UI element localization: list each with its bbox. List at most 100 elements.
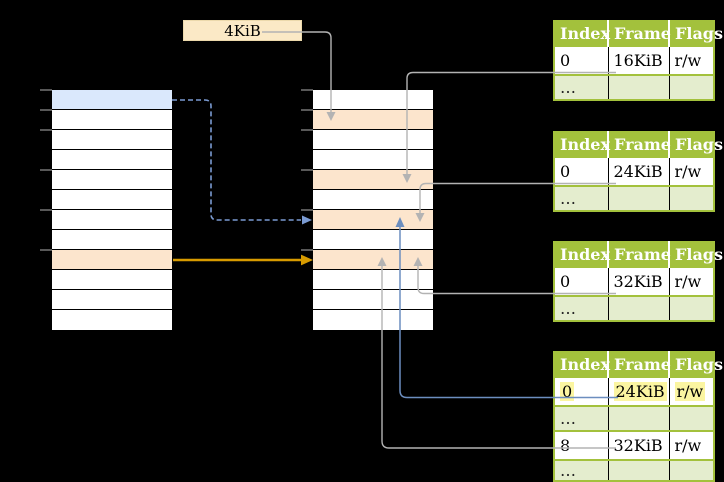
cell-frame (607, 295, 669, 321)
right-arrowhead-icon (302, 215, 312, 225)
cell-text: … (560, 299, 576, 318)
cell-text: … (560, 461, 576, 480)
memory-row (52, 110, 172, 130)
memory-row (313, 250, 433, 270)
cell-text: … (560, 78, 576, 97)
column-header-flags: Flags (668, 352, 723, 377)
cell-text: 24KiB (613, 162, 663, 181)
cell-text: 0 (560, 162, 571, 181)
cell-index: … (554, 74, 608, 100)
cell-flags: r/w (668, 376, 714, 406)
cell-index: … (554, 405, 608, 431)
column-header-frame: Frame (607, 242, 671, 267)
table-row: 0 24KiB r/w (554, 156, 714, 186)
memory-row (52, 230, 172, 250)
table-row: … (554, 459, 714, 481)
memory-row (313, 210, 433, 230)
cell-index: … (554, 185, 608, 211)
column-header-index: Index (554, 242, 610, 267)
cell-frame (607, 74, 669, 100)
table-row: 0 24KiB r/w (554, 376, 714, 406)
cell-text: 8 (560, 436, 571, 455)
column-header-flags: Flags (668, 132, 723, 157)
memory-row (52, 270, 172, 290)
cell-text: 0 (560, 382, 575, 401)
memory-row (52, 130, 172, 150)
column-header-index: Index (554, 132, 610, 157)
memory-row (52, 250, 172, 270)
cell-flags (668, 405, 714, 431)
cell-frame: 32KiB (607, 266, 669, 296)
table-row: … (554, 405, 714, 431)
memory-row (313, 290, 433, 310)
cell-text: … (560, 189, 576, 208)
table-row: … (554, 74, 714, 100)
cell-index: … (554, 295, 608, 321)
memory-row (313, 190, 433, 210)
memory-row (313, 90, 433, 110)
cell-frame: 16KiB (607, 45, 669, 75)
memory-row (313, 270, 433, 290)
cell-index: 8 (554, 430, 608, 460)
cell-flags: r/w (668, 266, 714, 296)
memory-row (52, 210, 172, 230)
memory-row (52, 290, 172, 310)
cell-index: … (554, 459, 608, 481)
column-header-flags: Flags (668, 242, 723, 267)
column-header-index: Index (554, 352, 610, 377)
dashed-line (172, 99, 301, 221)
cell-flags (668, 185, 714, 211)
cell-text: r/w (674, 162, 702, 181)
cell-frame (607, 185, 669, 211)
cell-frame: 32KiB (607, 430, 669, 460)
cell-frame: 24KiB (607, 156, 669, 186)
memory-row (52, 170, 172, 190)
table-row: 0 32KiB r/w (554, 266, 714, 296)
cell-text: 0 (560, 51, 571, 70)
cell-frame: 24KiB (607, 376, 669, 406)
cell-index: 0 (554, 156, 608, 186)
memory-row (313, 170, 433, 190)
memory-row (313, 110, 433, 130)
cell-text: r/w (674, 436, 702, 455)
column-header-flags: Flags (668, 21, 723, 46)
memory-row (52, 150, 172, 170)
column-header-index: Index (554, 21, 610, 46)
middle-memory-column (312, 89, 434, 331)
memory-row (313, 310, 433, 330)
cell-frame (607, 459, 669, 481)
cell-frame (607, 405, 669, 431)
cell-text: 32KiB (613, 272, 663, 291)
cell-flags (668, 459, 714, 481)
cell-text: r/w (674, 272, 702, 291)
page-size-text: 4KiB (224, 21, 261, 40)
cell-text: r/w (674, 382, 706, 401)
memory-row (313, 130, 433, 150)
table-row: 0 16KiB r/w (554, 45, 714, 75)
left-memory-column (51, 89, 173, 331)
cell-text: … (560, 409, 576, 428)
cell-flags (668, 295, 714, 321)
cell-text: r/w (674, 51, 702, 70)
cell-flags: r/w (668, 156, 714, 186)
table-row: … (554, 185, 714, 211)
cell-text: 32KiB (613, 436, 663, 455)
cell-text: 16KiB (613, 51, 663, 70)
memory-row (52, 310, 172, 330)
orange-page-mapping-arrow (173, 254, 313, 266)
memory-row (52, 190, 172, 210)
column-header-frame: Frame (607, 352, 671, 377)
table-row: 8 32KiB r/w (554, 430, 714, 460)
memory-row (313, 150, 433, 170)
cell-text: 0 (560, 272, 571, 291)
page-size-label: 4KiB (183, 20, 302, 41)
column-header-frame: Frame (607, 132, 671, 157)
